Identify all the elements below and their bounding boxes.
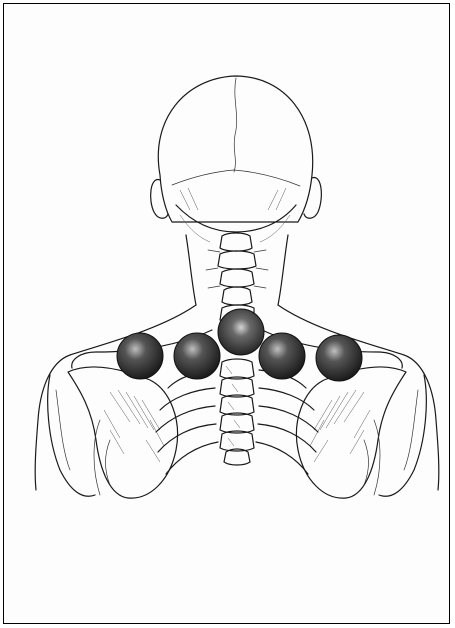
stone-right-inner [259, 333, 305, 379]
thoracic-spine [220, 359, 254, 465]
skull [151, 76, 322, 242]
stone-left-outer [117, 333, 163, 379]
right-scapula [296, 367, 426, 498]
stone-right-outer [316, 335, 362, 381]
stones [117, 309, 362, 381]
stone-upper-spine [218, 309, 264, 355]
stone-left-inner [174, 333, 220, 379]
left-scapula [48, 367, 178, 498]
